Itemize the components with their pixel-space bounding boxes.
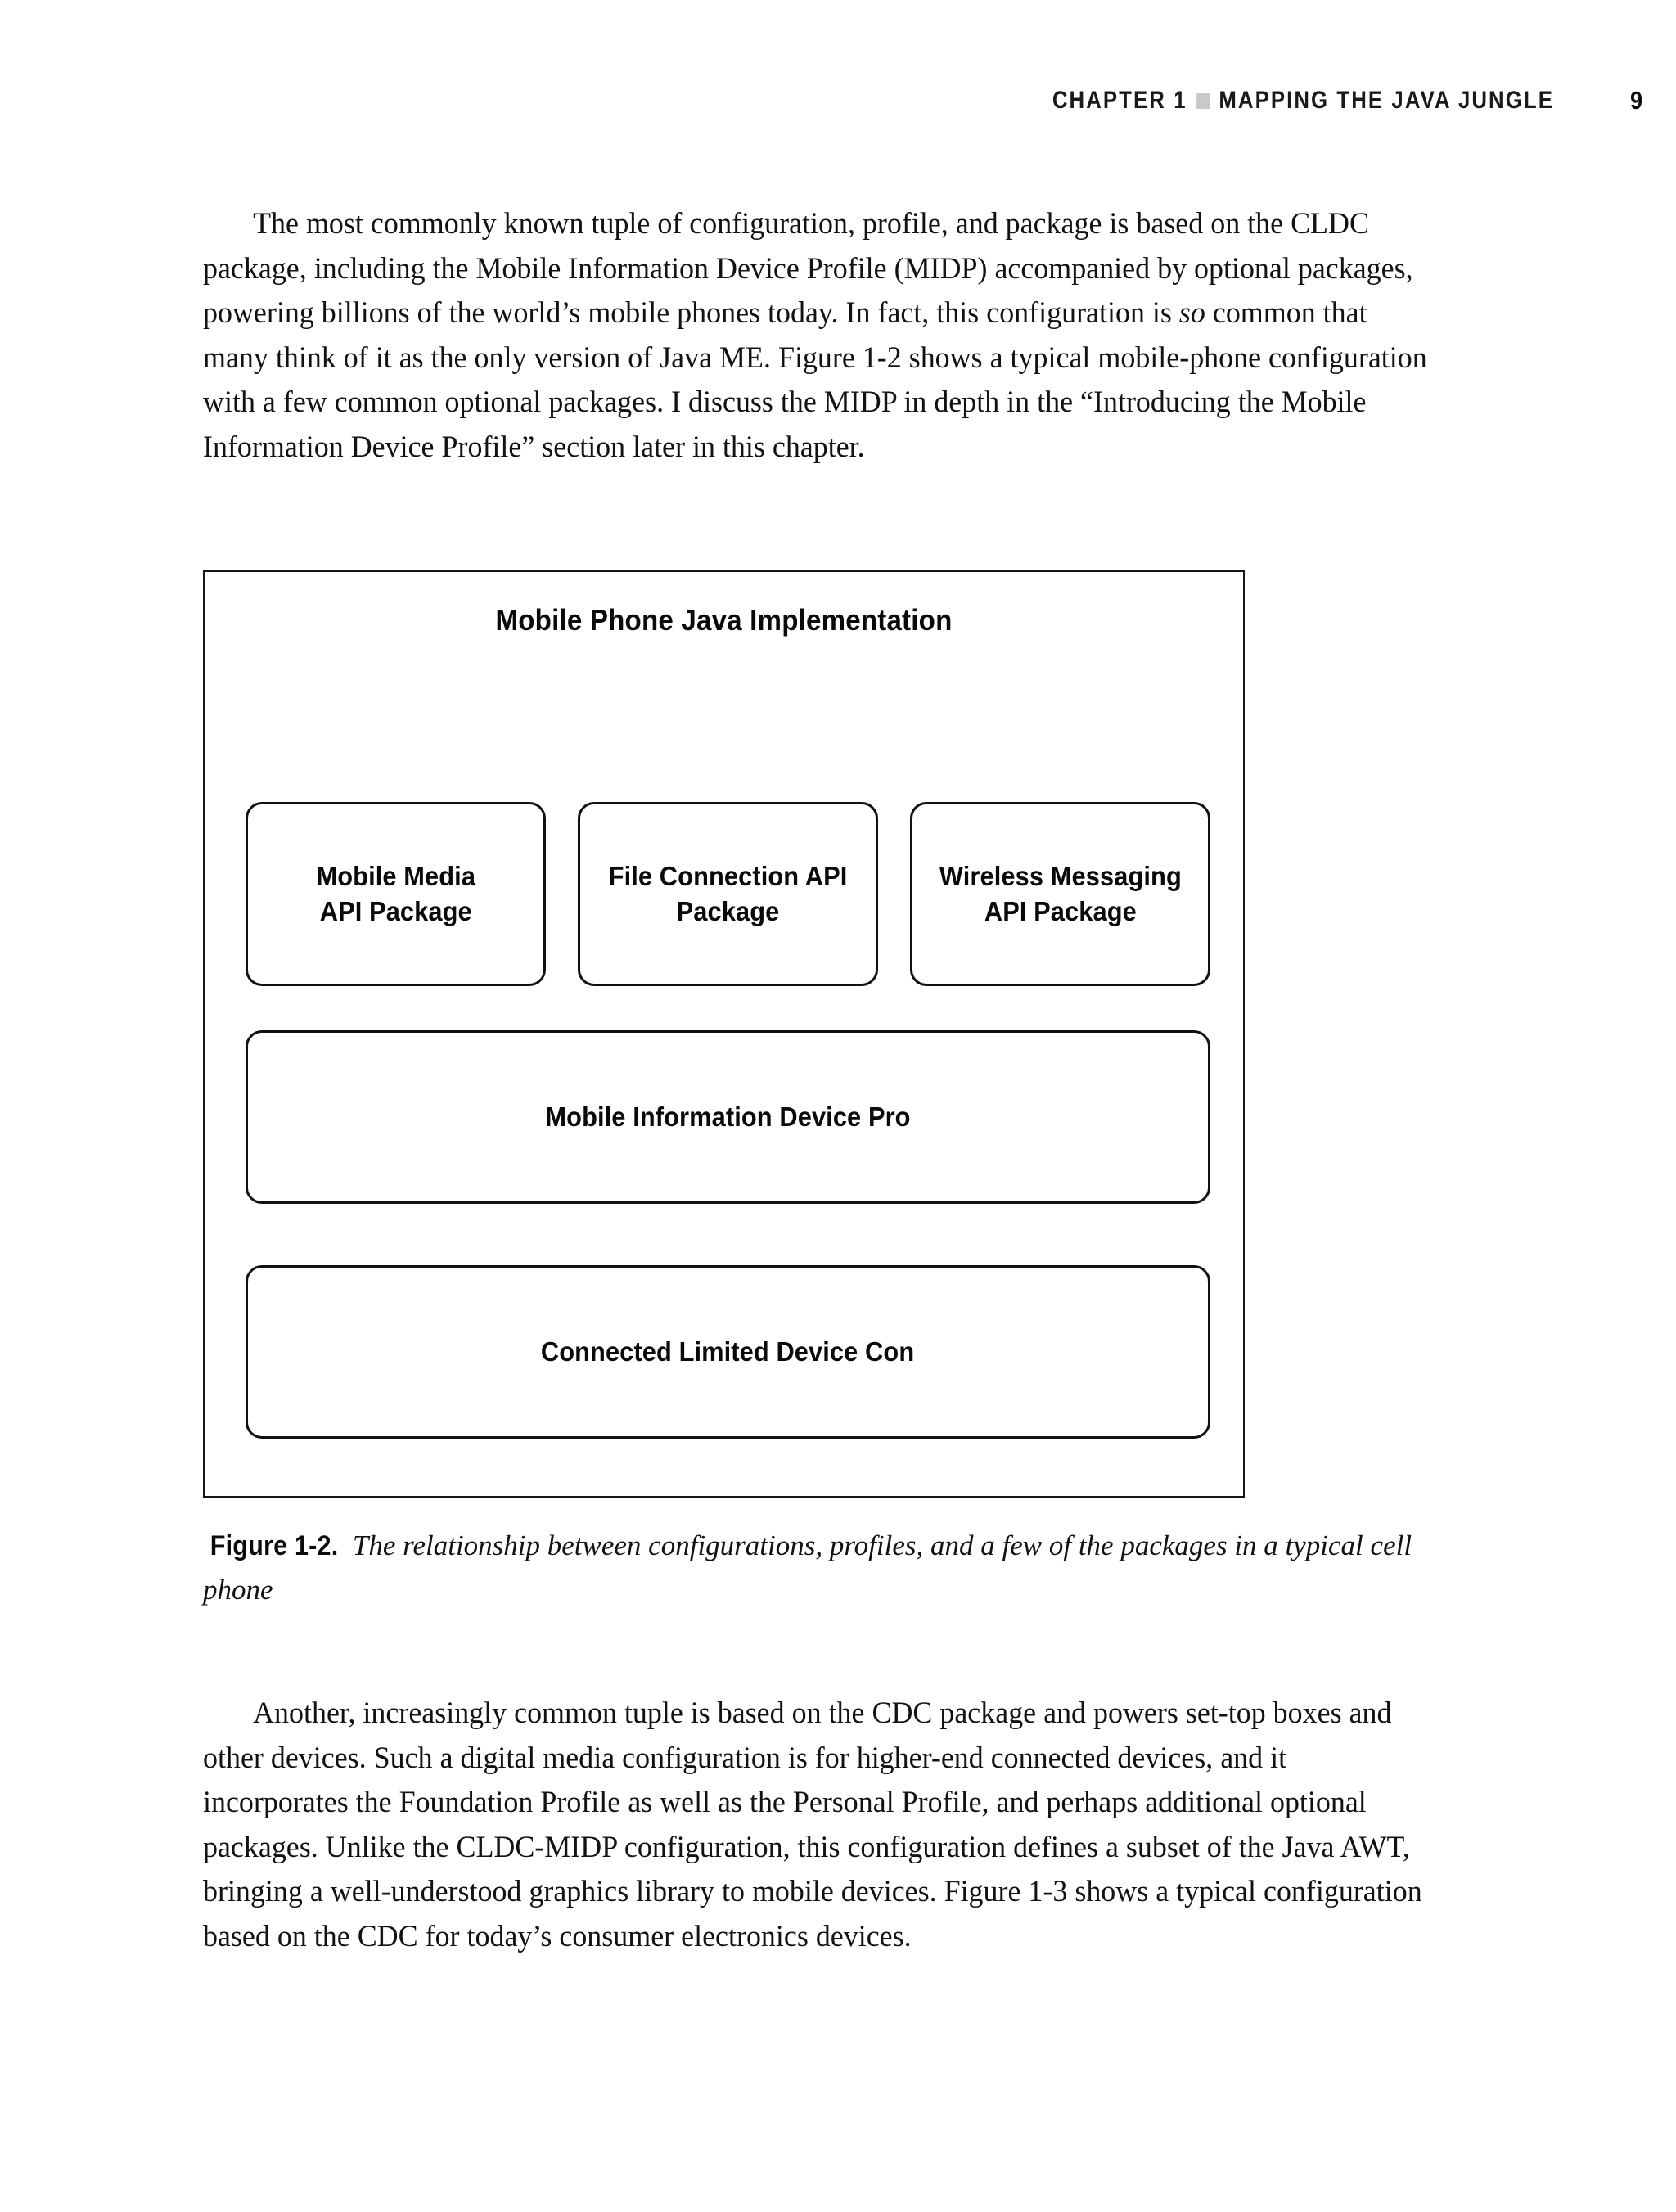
body-paragraph-2: Another, increasingly common tuple is ba… <box>203 1696 1422 1953</box>
node-wireless-messaging-api-package: Wireless Messaging API Package <box>910 802 1210 986</box>
chapter-label: CHAPTER 1 <box>1052 87 1187 114</box>
node-label: Mobile Information Device Pro <box>545 1101 911 1133</box>
node-mobile-media-api-package: Mobile Media API Package <box>246 802 546 986</box>
running-head-text: CHAPTER 1 MAPPING THE JAVA JUNGLE <box>1052 87 1554 115</box>
node-label: File Connection API Package <box>608 861 848 927</box>
figure-1-2-diagram: Mobile Phone Java Implementation Mobile … <box>203 570 1245 1498</box>
figure-caption: Figure 1-2. The relationship between con… <box>203 1524 1455 1612</box>
node-file-connection-api-package: File Connection API Package <box>578 802 878 986</box>
body-paragraph-1: The most commonly known tuple of configu… <box>203 206 1427 463</box>
node-connected-limited-device-configuration: Connected Limited Device Con <box>246 1265 1210 1439</box>
page-number: 9 <box>1629 86 1642 115</box>
gray-square-bullet-icon <box>1196 92 1210 109</box>
running-head: CHAPTER 1 MAPPING THE JAVA JUNGLE 9 <box>203 78 1643 124</box>
figure-title: Mobile Phone Java Implementation <box>495 603 953 637</box>
node-label: Wireless Messaging API Package <box>939 861 1182 927</box>
figure-caption-text: The relationship between configurations,… <box>203 1529 1412 1606</box>
node-label: Connected Limited Device Con <box>541 1336 915 1367</box>
node-label: Mobile Media API Package <box>316 861 475 927</box>
figure-caption-label: Figure 1-2. <box>210 1530 339 1561</box>
node-mobile-information-device-profile: Mobile Information Device Pro <box>246 1030 1210 1204</box>
chapter-title: MAPPING THE JAVA JUNGLE <box>1219 87 1554 114</box>
